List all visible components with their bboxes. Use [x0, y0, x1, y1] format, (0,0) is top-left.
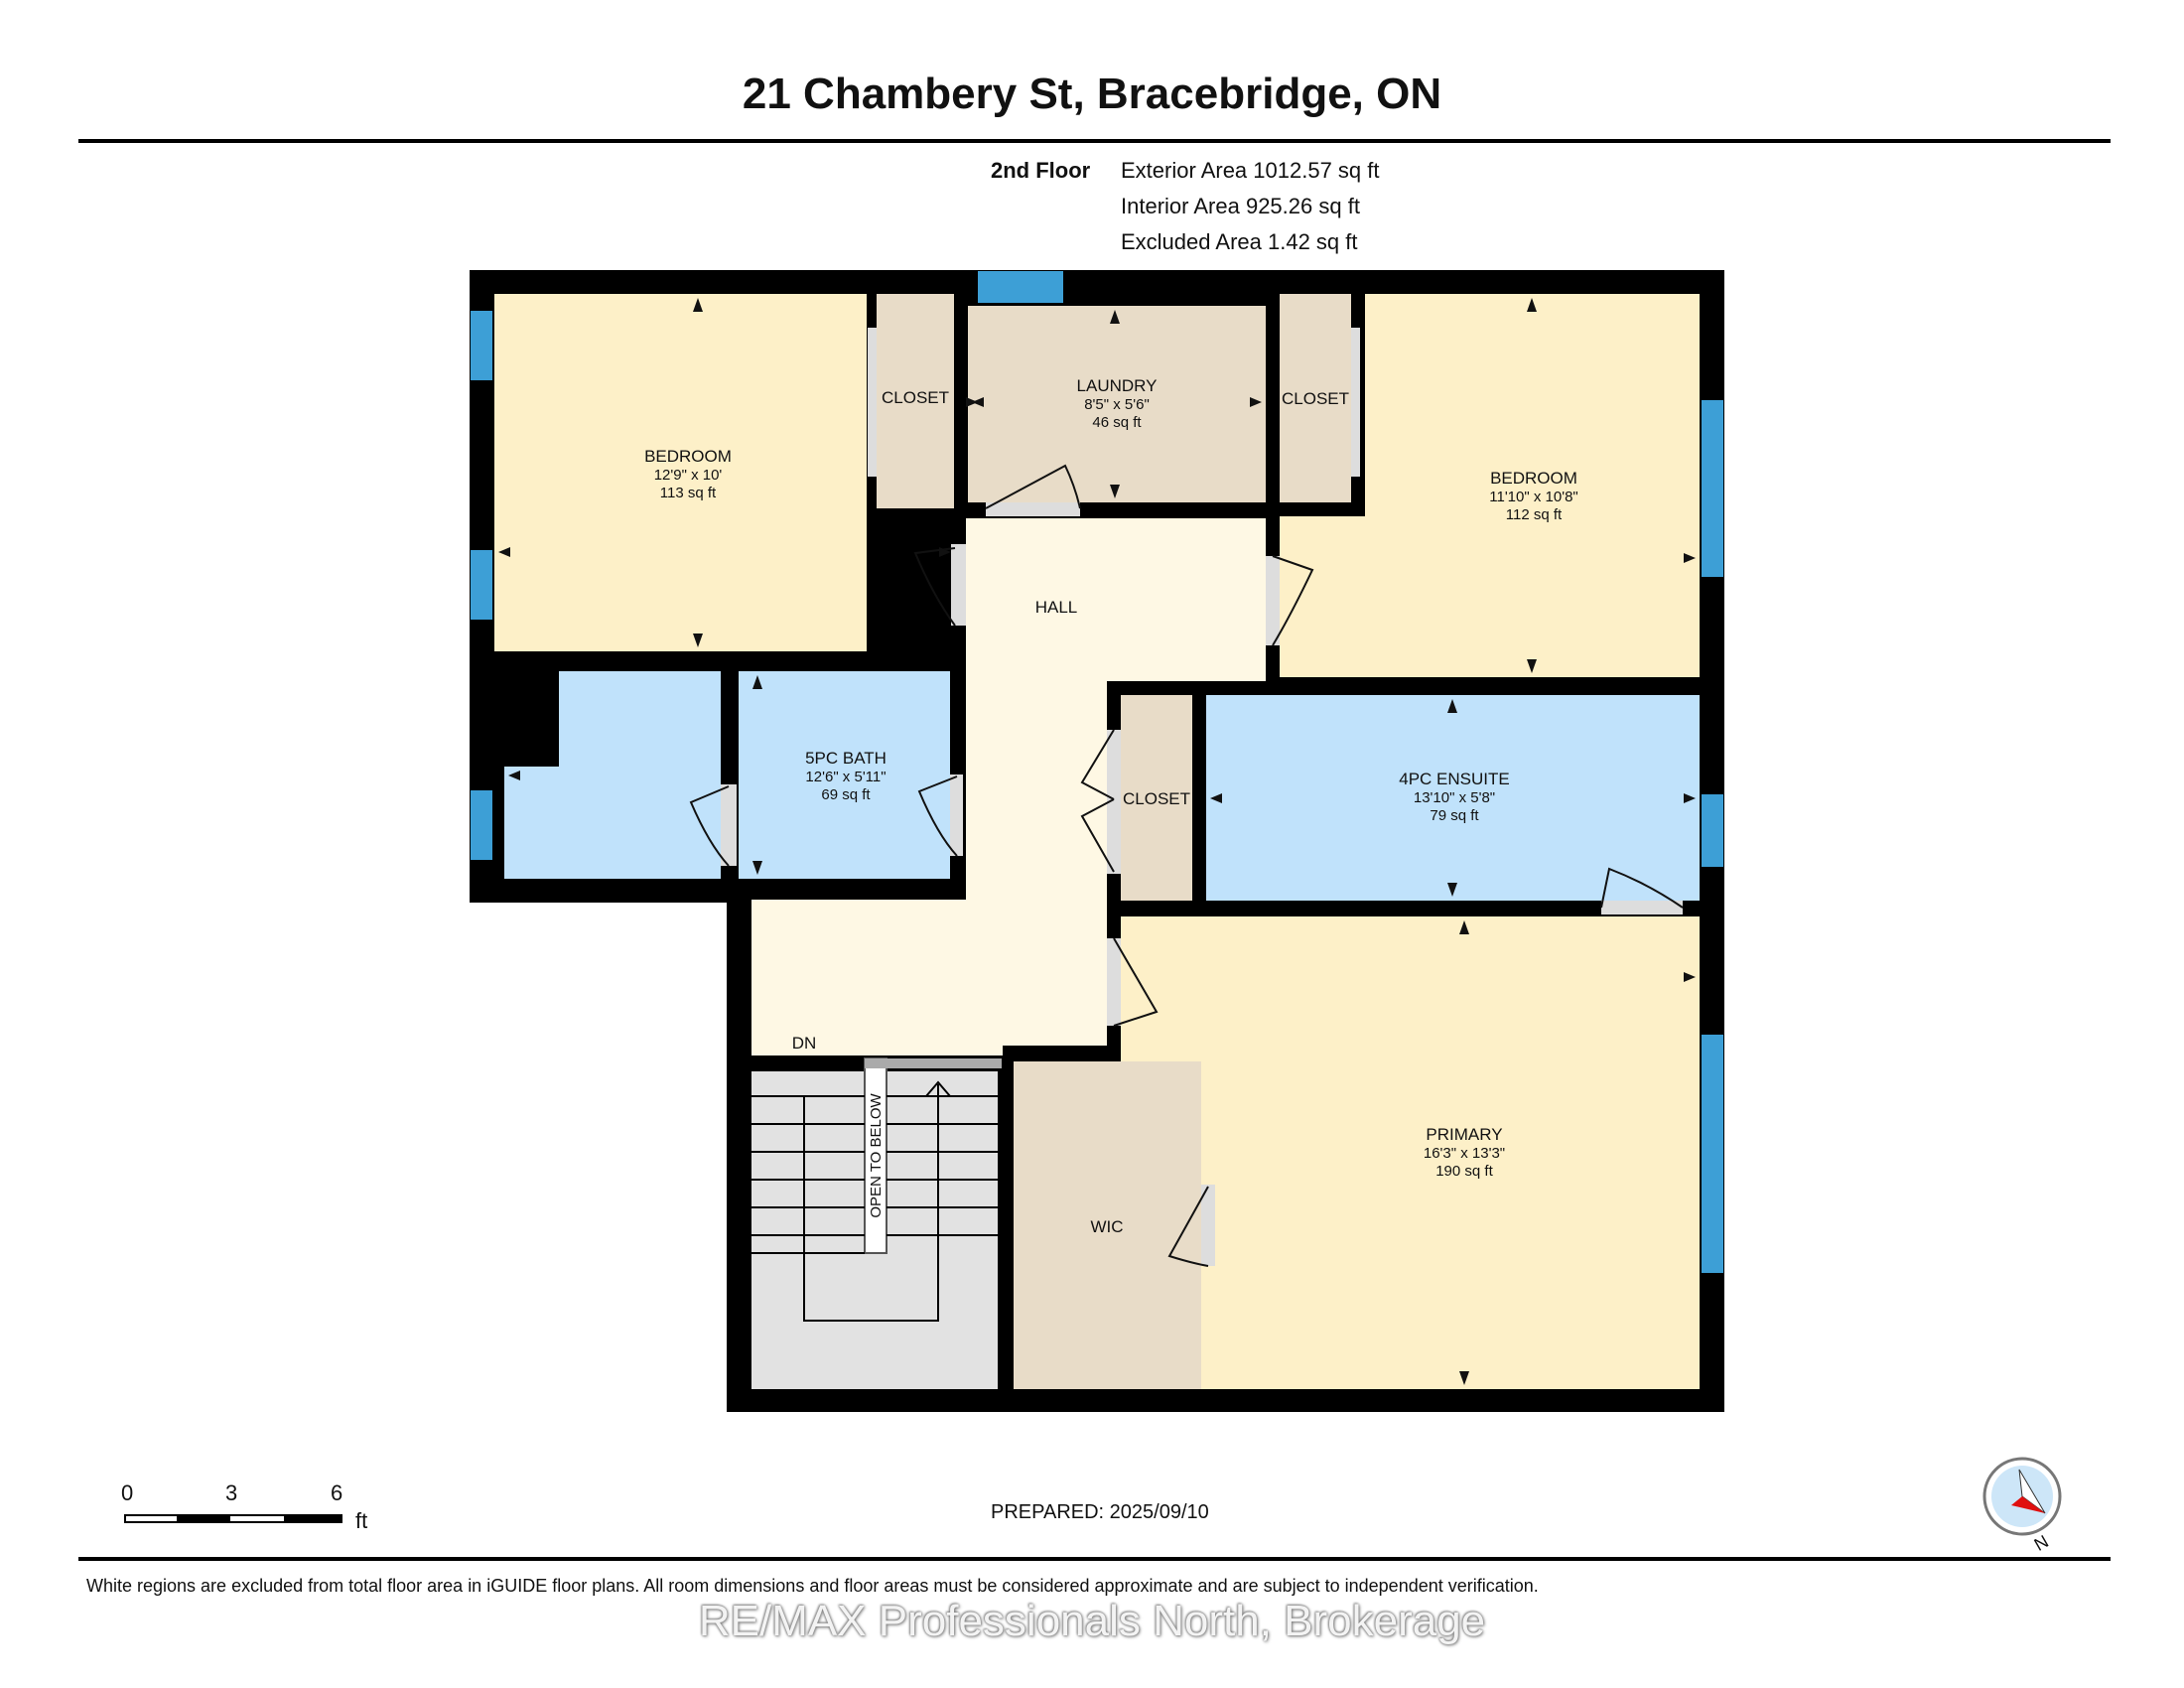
door-closet-2-opening	[1351, 328, 1360, 477]
stairs-down-label: DN	[792, 1034, 817, 1053]
bath-5pc-name: 5PC BATH	[805, 749, 887, 768]
bedroom-left-fill	[494, 294, 867, 651]
header-rule	[78, 139, 2111, 143]
ensuite-dims: 13'10" x 5'8"	[1414, 789, 1495, 806]
bedroom-right-area: 112 sq ft	[1506, 506, 1563, 523]
stairs	[751, 1057, 1002, 1322]
bath-side-fill	[504, 671, 721, 879]
bedroom-right-dims: 11'10" x 10'8"	[1489, 489, 1578, 505]
door-bath-side-opening	[721, 784, 737, 866]
bedroom-left-area: 113 sq ft	[660, 485, 717, 501]
area-summary: Exterior Area 1012.57 sq ft Interior Are…	[1121, 153, 1380, 260]
primary-name: PRIMARY	[1426, 1125, 1502, 1144]
door-wic-swing	[1167, 1186, 1209, 1267]
closet-1-label: CLOSET	[882, 388, 949, 407]
bedroom-left-dims: 12'9" x 10'	[654, 467, 723, 484]
laundry-dims: 8'5" x 5'6"	[1084, 396, 1150, 413]
door-bath-opening	[950, 774, 963, 856]
footer-rule	[78, 1557, 2111, 1561]
hall-label: HALL	[1035, 598, 1078, 617]
exterior-area: Exterior Area 1012.57 sq ft	[1121, 158, 1380, 183]
primary-dims: 16'3" x 13'3"	[1424, 1145, 1505, 1162]
closet-2-label: CLOSET	[1282, 389, 1349, 408]
scale-tick-3: 3	[225, 1480, 238, 1505]
window-bedroom-left-1	[471, 311, 492, 380]
bedroom-right-name: BEDROOM	[1490, 469, 1577, 488]
ensuite-name: 4PC ENSUITE	[1399, 770, 1509, 788]
door-closet-3-swing	[1080, 729, 1115, 873]
laundry-area: 46 sq ft	[1092, 414, 1142, 431]
scale-tick-0: 0	[121, 1480, 134, 1505]
laundry-fill	[968, 306, 1266, 502]
stair-arrow-head	[925, 1080, 951, 1097]
window-bedroom-left-2	[471, 550, 492, 620]
plan-title: 21 Chambery St, Bracebridge, ON	[742, 70, 1442, 118]
floor-name: 2nd Floor	[991, 158, 1091, 183]
prepared-date: PREPARED: 2025/09/10	[991, 1501, 1209, 1523]
door-wic-opening	[1201, 1185, 1215, 1266]
interior-area: Interior Area 925.26 sq ft	[1121, 194, 1360, 218]
door-bedroom-right-opening	[1266, 556, 1280, 645]
excluded-area: Excluded Area 1.42 sq ft	[1121, 229, 1358, 254]
brokerage-watermark: RE/MAX Professionals North, Brokerage	[698, 1597, 1486, 1645]
door-bath-swing	[917, 775, 958, 857]
primary-fill	[1121, 916, 1700, 1389]
closet-3-label: CLOSET	[1123, 789, 1190, 808]
door-ensuite-swing	[1600, 867, 1684, 909]
closet-2-fill	[1280, 294, 1351, 502]
door-primary-opening	[1107, 938, 1121, 1026]
bedroom-right-fill	[1365, 294, 1700, 677]
wic-label: WIC	[1090, 1217, 1123, 1236]
door-closet-3-opening	[1107, 730, 1121, 874]
door-laundry-swing	[985, 464, 1081, 509]
door-bedroom-right-swing	[1272, 555, 1314, 646]
bath-5pc-area: 69 sq ft	[821, 786, 871, 803]
scale-tick-6: 6	[331, 1480, 343, 1505]
bath-5pc-fill	[739, 671, 950, 879]
laundry-name: LAUNDRY	[1077, 376, 1158, 395]
door-primary-swing	[1113, 937, 1159, 1027]
wic-fill	[1014, 1061, 1201, 1389]
door-bedroom-left-swing	[913, 547, 956, 627]
windows	[471, 271, 1723, 1273]
ensuite-area: 79 sq ft	[1430, 807, 1479, 824]
door-closet-1-opening	[868, 328, 877, 477]
doors	[689, 328, 1684, 1267]
room-fills	[494, 294, 1700, 1389]
window-bedroom-right	[1702, 400, 1723, 577]
disclaimer-text: White regions are excluded from total fl…	[86, 1576, 1539, 1596]
scale-bar: 0 3 6 ft	[119, 1475, 397, 1544]
closet-1-fill	[877, 294, 954, 508]
hall-fill	[751, 518, 1266, 1055]
window-primary	[1702, 1035, 1723, 1273]
door-bedroom-left-opening	[951, 544, 966, 626]
bath-5pc-dims: 12'6" x 5'11"	[805, 769, 886, 785]
door-laundry-opening	[986, 502, 1080, 516]
ensuite-fill	[1206, 695, 1700, 901]
bedroom-left-name: BEDROOM	[644, 447, 732, 466]
window-ensuite	[1702, 794, 1723, 867]
primary-area: 190 sq ft	[1435, 1163, 1493, 1180]
window-bath	[471, 790, 492, 860]
compass-icon	[1982, 1457, 2062, 1536]
window-laundry	[978, 271, 1063, 303]
compass: N	[1981, 1456, 2065, 1555]
stair-arrow-path	[803, 1084, 939, 1322]
scale-bar-track	[124, 1514, 342, 1523]
door-bath-side-swing	[689, 785, 730, 867]
scale-unit: ft	[355, 1508, 368, 1533]
bedroom-right-fill-2	[1280, 516, 1369, 677]
door-ensuite-opening	[1601, 901, 1683, 914]
open-to-below-label: OPEN TO BELOW	[868, 1093, 885, 1218]
room-labels: BEDROOM 12'9" x 10' 113 sq ft CLOSET LAU…	[644, 376, 1578, 1236]
closet-3-fill	[1121, 695, 1192, 901]
dimension-markers	[498, 298, 1696, 1385]
